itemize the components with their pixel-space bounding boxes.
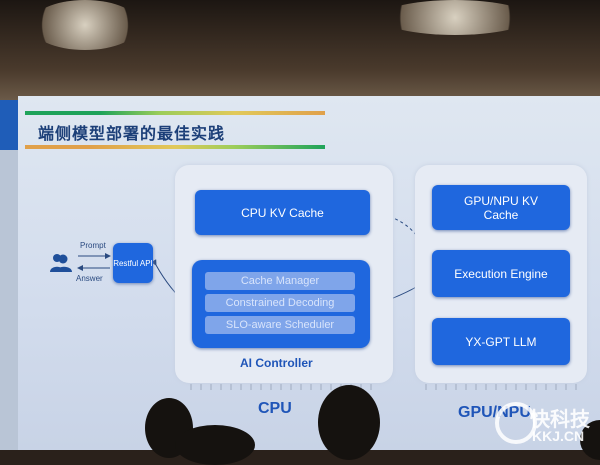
answer-label: Answer [76, 274, 103, 283]
cpu-kv-cache-box: CPU KV Cache [195, 190, 370, 235]
audience-head [318, 385, 380, 460]
audience-head [175, 425, 255, 465]
gpu-kv-cache-box: GPU/NPU KV Cache [432, 185, 570, 230]
screen-edge [0, 100, 22, 450]
constrained-decoding: Constrained Decoding [205, 294, 355, 312]
watermark-domain: KKJ.CN [532, 428, 585, 444]
cache-manager: Cache Manager [205, 272, 355, 290]
users-icon [50, 254, 72, 272]
gpu-pins [425, 384, 580, 390]
execution-engine-box: Execution Engine [432, 250, 570, 297]
cpu-label: CPU [258, 400, 292, 417]
watermark-logo [495, 402, 537, 444]
title-rule-top [25, 111, 325, 115]
ai-controller-label: AI Controller [240, 356, 313, 370]
cpu-pins [190, 384, 380, 390]
yx-gpt-llm-box: YX-GPT LLM [432, 318, 570, 365]
watermark-text: 快科技 [530, 409, 590, 431]
prompt-label: Prompt [80, 241, 106, 250]
chandelier [380, 0, 530, 35]
slo-aware-scheduler: SLO-aware Scheduler [205, 316, 355, 334]
restful-api-box: Restful API [113, 243, 153, 283]
slide-title: 端侧模型部署的最佳实践 [38, 126, 226, 143]
screen-edge-logo [0, 100, 22, 150]
chandelier [30, 0, 140, 50]
title-rule-bottom [25, 145, 325, 149]
